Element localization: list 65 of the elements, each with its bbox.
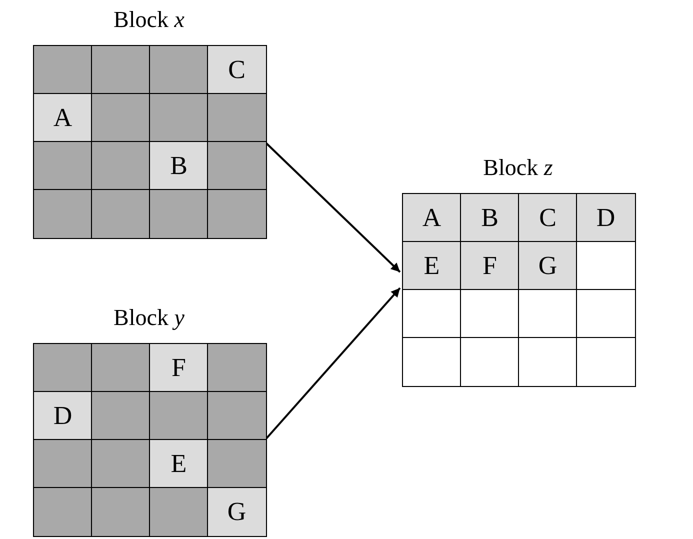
grid-square <box>207 189 266 238</box>
grid-square <box>576 193 636 242</box>
cell-letter: G <box>227 498 246 525</box>
grid-square <box>207 391 266 440</box>
grid-square <box>91 189 150 238</box>
grid-square <box>33 487 92 536</box>
grid-square <box>91 391 150 440</box>
grid-square <box>518 337 578 386</box>
cell-letter: F <box>482 252 497 279</box>
grid-square <box>518 241 578 290</box>
grid-square <box>149 45 208 94</box>
grid-square <box>91 487 150 536</box>
grid-square <box>149 141 208 190</box>
grid-square <box>576 337 636 386</box>
grid-square <box>33 439 92 488</box>
grid-square <box>33 93 92 142</box>
grid-square <box>149 189 208 238</box>
grid-square <box>91 343 150 392</box>
cell-letter: E <box>424 252 440 279</box>
grid-square <box>33 343 92 392</box>
grid-square <box>91 141 150 190</box>
grid-square <box>207 343 266 392</box>
cell-letter: F <box>172 354 186 381</box>
grid-square <box>149 391 208 440</box>
cell-letter: B <box>170 152 188 179</box>
grid-square <box>518 289 578 338</box>
grid-square <box>402 289 462 338</box>
grid-square <box>149 93 208 142</box>
grid-square <box>33 189 92 238</box>
grid-square <box>207 487 266 536</box>
grid-square <box>207 439 266 488</box>
grid-square <box>402 337 462 386</box>
grid-square <box>460 193 520 242</box>
grid-square <box>91 439 150 488</box>
grid-square <box>33 141 92 190</box>
grid-square <box>149 487 208 536</box>
cell-letter: A <box>422 204 442 231</box>
grid-square <box>402 241 462 290</box>
grid-square <box>576 289 636 338</box>
block-title: Block y <box>114 305 184 331</box>
block-title: Block z <box>483 155 553 181</box>
cell-letter: G <box>538 252 558 279</box>
grid-square <box>402 193 462 242</box>
grid-square <box>460 241 520 290</box>
grid-square <box>207 93 266 142</box>
grid-square <box>149 439 208 488</box>
grid-square <box>460 337 520 386</box>
grid-square <box>207 141 266 190</box>
grid-square <box>460 289 520 338</box>
cell-letter: C <box>539 204 556 231</box>
grid-square <box>518 193 578 242</box>
cell-letter: D <box>596 204 616 231</box>
grid-square <box>33 45 92 94</box>
cell-letter: E <box>170 450 187 477</box>
cell-letter: A <box>53 104 72 131</box>
grid-square <box>33 391 92 440</box>
block-title: Block x <box>114 7 184 33</box>
cell-letter: B <box>481 204 498 231</box>
grid-square <box>91 45 150 94</box>
cell-letter: C <box>228 56 246 83</box>
grid-square <box>91 93 150 142</box>
grid-square <box>576 241 636 290</box>
grid-square <box>207 45 266 94</box>
grid-square <box>149 343 208 392</box>
cell-letter: D <box>53 402 72 429</box>
